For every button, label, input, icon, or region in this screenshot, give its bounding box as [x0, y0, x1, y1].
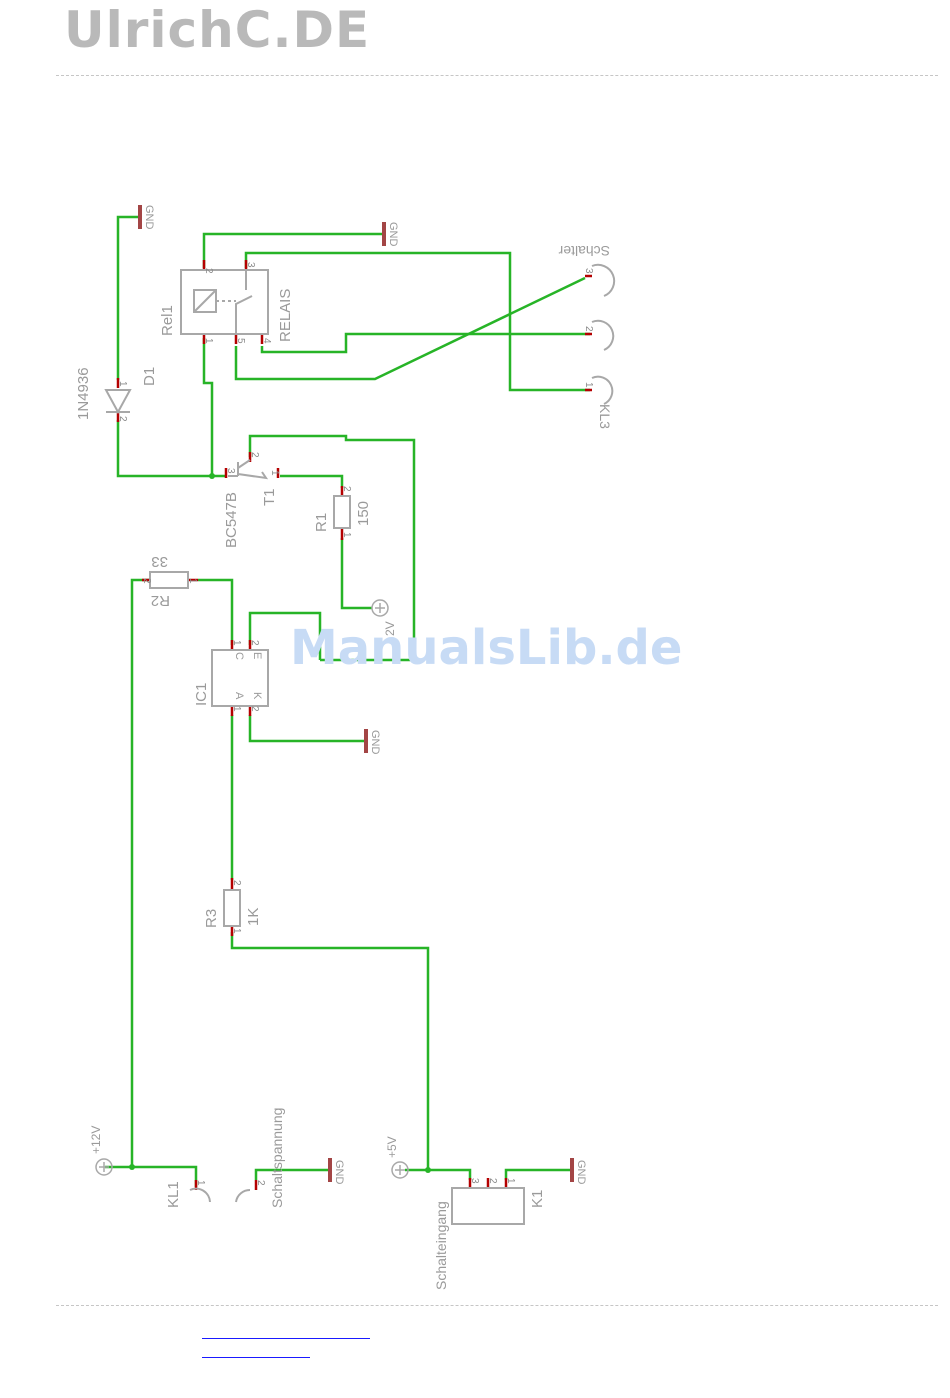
- svg-text:1: 1: [231, 928, 242, 934]
- svg-text:2: 2: [255, 1180, 266, 1186]
- svg-text:1: 1: [583, 382, 594, 388]
- footer-link[interactable]: [202, 1338, 370, 1339]
- transistor-value-label: BC547B: [223, 492, 240, 548]
- relay-name-label: Rel1: [159, 305, 176, 336]
- resistor-r3: [224, 890, 240, 926]
- svg-text:2: 2: [341, 486, 352, 492]
- svg-text:1: 1: [187, 578, 198, 584]
- svg-text:2: 2: [249, 640, 260, 646]
- svg-text:1: 1: [195, 1180, 206, 1186]
- wires: [105, 217, 590, 1187]
- watermark: ManualsLib.de: [290, 620, 682, 676]
- kl3-terminal-1: [592, 377, 612, 404]
- schalter-label: Schalter: [558, 243, 610, 259]
- schalter-terminal-3: [592, 265, 614, 296]
- schalteingang-label: Schalteingang: [433, 1201, 449, 1290]
- svg-text:2: 2: [141, 578, 152, 584]
- svg-text:3: 3: [245, 262, 256, 268]
- relay-value-label: RELAIS: [277, 289, 294, 342]
- svg-text:3: 3: [583, 268, 594, 274]
- resistor-r1: [334, 496, 350, 528]
- ic1-pin-c: C: [233, 652, 245, 660]
- gnd-label: GND: [575, 1160, 587, 1185]
- ic1-pin-a: A: [233, 692, 245, 700]
- svg-text:3: 3: [469, 1178, 480, 1184]
- kl1-terminal: [190, 1189, 210, 1202]
- gnd-label: GND: [387, 222, 399, 247]
- svg-text:3: 3: [225, 468, 236, 474]
- gnd-label: GND: [143, 205, 155, 230]
- transistor-name-label: T1: [261, 488, 278, 506]
- diode-symbol: [106, 390, 130, 412]
- junction-dots: [129, 473, 431, 1173]
- gnd-label: GND: [333, 1160, 345, 1185]
- r2-name-label: R2: [151, 592, 170, 609]
- r1-name-label: R1: [313, 513, 330, 532]
- ic1-name-label: IC1: [193, 683, 210, 706]
- svg-text:1: 1: [505, 1178, 516, 1184]
- diode-value-label: 1N4936: [75, 367, 92, 420]
- schaltspannung-terminal: [236, 1190, 250, 1202]
- svg-text:2: 2: [249, 706, 260, 712]
- r2-value-label: 33: [151, 553, 168, 570]
- svg-text:2: 2: [487, 1178, 498, 1184]
- kl3-label: KL3: [597, 404, 613, 429]
- gnd-label: GND: [369, 730, 381, 755]
- footer-divider: [56, 1305, 938, 1306]
- r3-name-label: R3: [203, 909, 220, 928]
- svg-text:2: 2: [231, 880, 242, 886]
- r1-value-label: 150: [355, 501, 372, 526]
- ic1-pin-e: E: [251, 652, 263, 659]
- svg-text:5: 5: [235, 338, 246, 344]
- schaltspannung-label: Schaltspannung: [269, 1108, 285, 1208]
- r3-value-label: 1K: [245, 908, 262, 926]
- ic1-pin-k: K: [251, 692, 263, 700]
- junction-dot: [425, 1167, 431, 1173]
- k1-label: K1: [529, 1190, 546, 1208]
- junction-dot: [209, 473, 215, 479]
- svg-text:1: 1: [341, 532, 352, 538]
- svg-text:1: 1: [269, 470, 280, 476]
- footer-links: [202, 1338, 370, 1376]
- pin-stubs: [118, 260, 592, 1190]
- junction-dot: [129, 1164, 135, 1170]
- svg-text:1: 1: [231, 706, 242, 712]
- diode-name-label: D1: [141, 367, 158, 386]
- svg-text:1: 1: [117, 381, 128, 387]
- svg-text:1: 1: [231, 640, 242, 646]
- schalter-terminal-2: [592, 321, 613, 350]
- k1-connector-body: [452, 1188, 524, 1224]
- svg-text:2: 2: [249, 452, 260, 458]
- svg-text:1: 1: [203, 338, 214, 344]
- svg-text:2: 2: [583, 326, 594, 332]
- svg-text:4: 4: [261, 338, 272, 344]
- svg-text:2: 2: [117, 416, 128, 422]
- footer-link[interactable]: [202, 1357, 310, 1358]
- svg-text:2: 2: [203, 268, 214, 274]
- resistor-r2: [150, 572, 188, 588]
- supply-5v-label: +5V: [385, 1136, 399, 1158]
- kl1-label: KL1: [165, 1181, 182, 1208]
- supply-12v-label: +12V: [89, 1126, 103, 1154]
